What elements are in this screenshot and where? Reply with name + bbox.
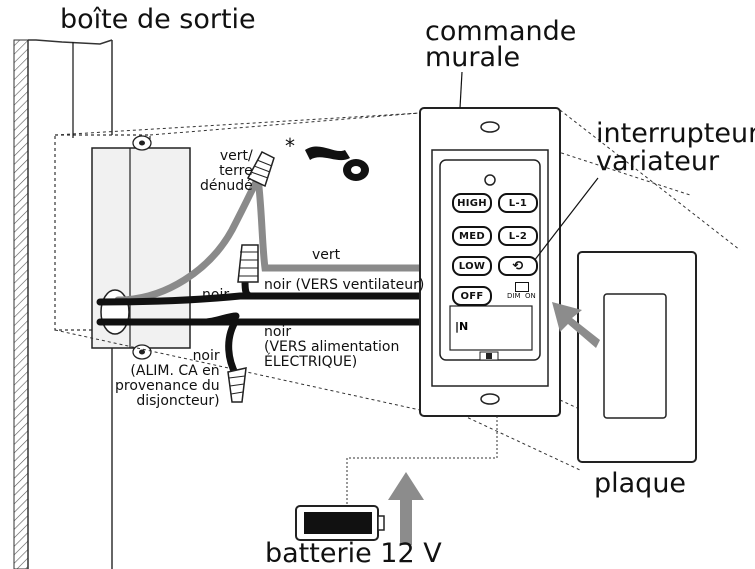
light-2-button[interactable]: L-2 — [498, 226, 538, 246]
wall-control-label-line2: murale — [425, 42, 521, 73]
black-to-power-label: noir (VERS alimentation ÉLECTRIQUE) — [264, 324, 400, 370]
install-arrow-up — [388, 472, 424, 545]
wall-plate — [577, 251, 697, 463]
dimmer-switch-label-line2: variateur — [596, 146, 720, 177]
dimmer-switch-label-line1: interrupteur — [596, 118, 755, 149]
dim-on-label: DIM ON — [507, 292, 536, 300]
med-button[interactable]: MED — [452, 226, 492, 246]
plate-label: plaque — [594, 468, 687, 499]
svg-text:|N: |N — [455, 320, 468, 333]
black-left-label: noir — [202, 287, 230, 303]
battery-icon — [295, 505, 385, 541]
install-arrow-left — [552, 302, 600, 348]
green-wires — [114, 174, 434, 304]
outlet-box-label: boîte de sortie — [60, 4, 256, 35]
battery-wire — [346, 416, 498, 506]
black-from-breaker-label: noir (ALIM. CA en provenance du disjonct… — [115, 348, 220, 409]
black-wire-split — [201, 312, 240, 326]
low-button[interactable]: LOW — [452, 256, 492, 276]
light-1-button[interactable]: L-1 — [498, 193, 538, 213]
outlet-box — [54, 134, 191, 360]
tape-asterisk: * — [285, 134, 295, 158]
wire-nut-breaker — [227, 367, 247, 403]
wire-nut-fan — [237, 244, 259, 283]
green-wire — [254, 174, 434, 272]
off-button[interactable]: OFF — [452, 286, 492, 306]
wire-nut-green — [246, 151, 275, 188]
battery-label: batterie 12 V — [265, 538, 442, 569]
green-wire-label: vert — [312, 247, 341, 263]
electrical-tape-icon — [305, 146, 369, 181]
wall-control-label-line1: commande — [425, 16, 577, 47]
high-button[interactable]: HIGH — [452, 193, 492, 213]
reverse-button[interactable]: ⟲ — [498, 256, 538, 276]
black-wire-to-fan — [96, 292, 434, 306]
black-to-fan-label: noir (VERS ventilateur) — [264, 277, 425, 293]
dimmer-toggle[interactable] — [515, 282, 529, 292]
green-ground-wire — [114, 174, 262, 304]
green-ground-label: vert/ terre dénudé — [200, 148, 253, 194]
black-wire-from-breaker — [225, 318, 240, 379]
leader-lines — [72, 42, 599, 271]
